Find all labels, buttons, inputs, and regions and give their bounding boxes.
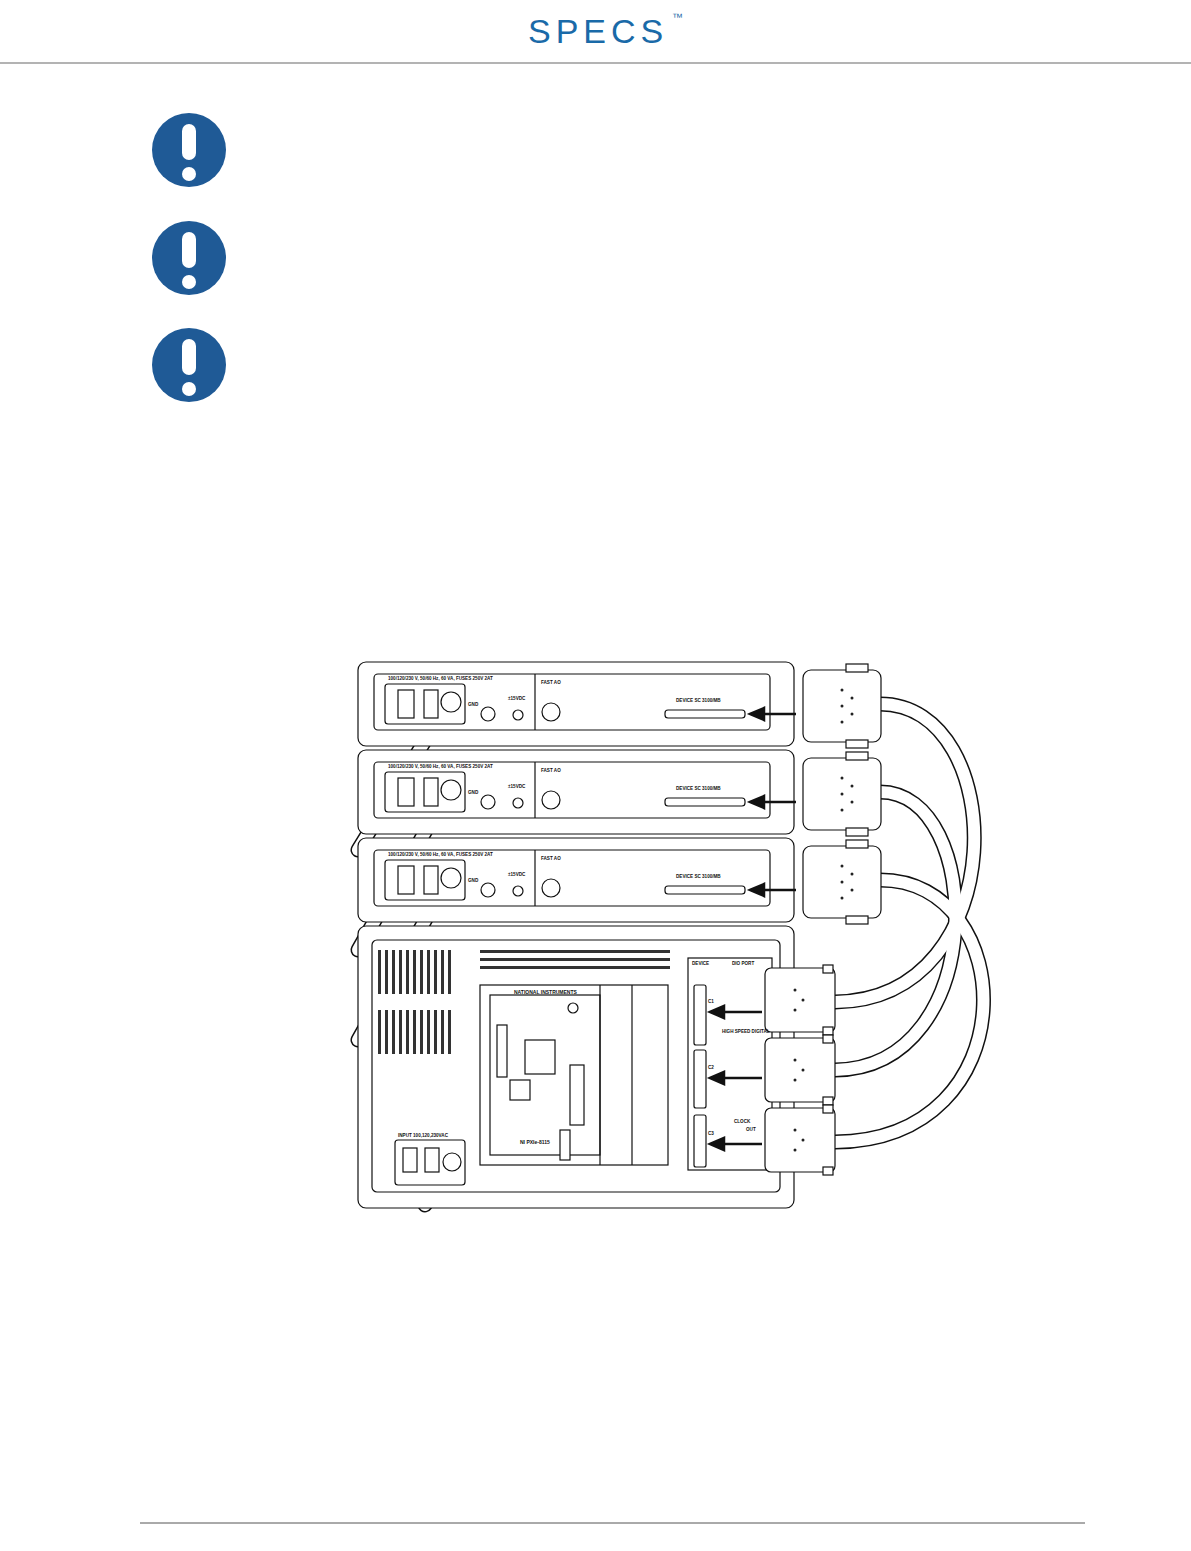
model-label: NI PXIe-8115 — [520, 1140, 550, 1145]
panel-label: 100/120/230 V, 50/60 Hz, 60 VA, FUSES 25… — [388, 765, 493, 770]
connector-label: DEVICE SC 3100/MB — [676, 699, 721, 704]
connector-label: OUT — [746, 1128, 756, 1133]
brand-label: NATIONAL INSTRUMENTS — [514, 990, 577, 995]
connector-label: ±15VDC — [508, 785, 525, 790]
logo-text: SPECS — [528, 14, 668, 48]
trademark-mark: ™ — [672, 12, 683, 23]
slot-label: C3 — [708, 1132, 714, 1137]
connector-label: DEVICE — [692, 962, 709, 967]
slot-label: C2 — [708, 1066, 714, 1071]
connector-label: GND — [468, 879, 478, 884]
connector-label: ±15VDC — [508, 697, 525, 702]
connector-label: GND — [468, 791, 478, 796]
connector-label: DEVICE SC 3100/MB — [676, 875, 721, 880]
connector-label: FAST AO — [541, 769, 561, 774]
slot-label: C1 — [708, 1000, 714, 1005]
connector-label: GND — [468, 703, 478, 708]
connector-label: FAST AO — [541, 857, 561, 862]
connector-label: DIO PORT — [732, 962, 754, 967]
connector-label: CLOCK — [734, 1120, 750, 1125]
panel-label: 100/120/230 V, 50/60 Hz, 60 VA, FUSES 25… — [388, 677, 493, 682]
connector-label: HIGH SPEED DIGITAL — [722, 1030, 770, 1035]
connector-label: ±15VDC — [508, 873, 525, 878]
connector-label: FAST AO — [541, 681, 561, 686]
panel-label: 100/120/230 V, 50/60 Hz, 60 VA, FUSES 25… — [388, 853, 493, 858]
panel-label: INPUT 100,120,230VAC — [398, 1134, 448, 1139]
connector-label: DEVICE SC 3100/MB — [676, 787, 721, 792]
